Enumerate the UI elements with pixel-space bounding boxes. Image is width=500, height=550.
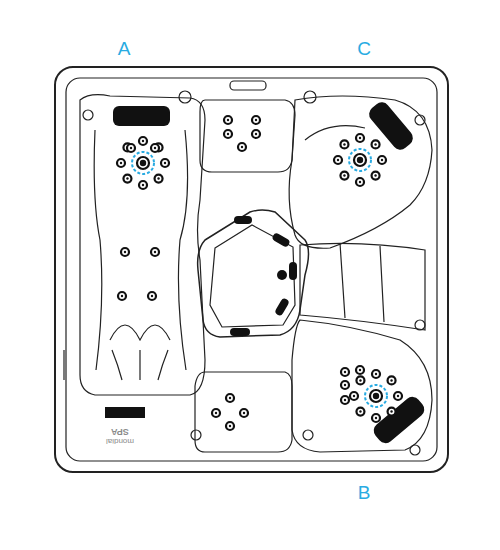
logo-watermark: mondial <box>106 437 134 445</box>
logo-watermark: SPA <box>111 427 129 436</box>
seat-label: B <box>358 483 371 502</box>
seat-label: A <box>118 39 131 58</box>
seat-label: C <box>357 39 371 58</box>
